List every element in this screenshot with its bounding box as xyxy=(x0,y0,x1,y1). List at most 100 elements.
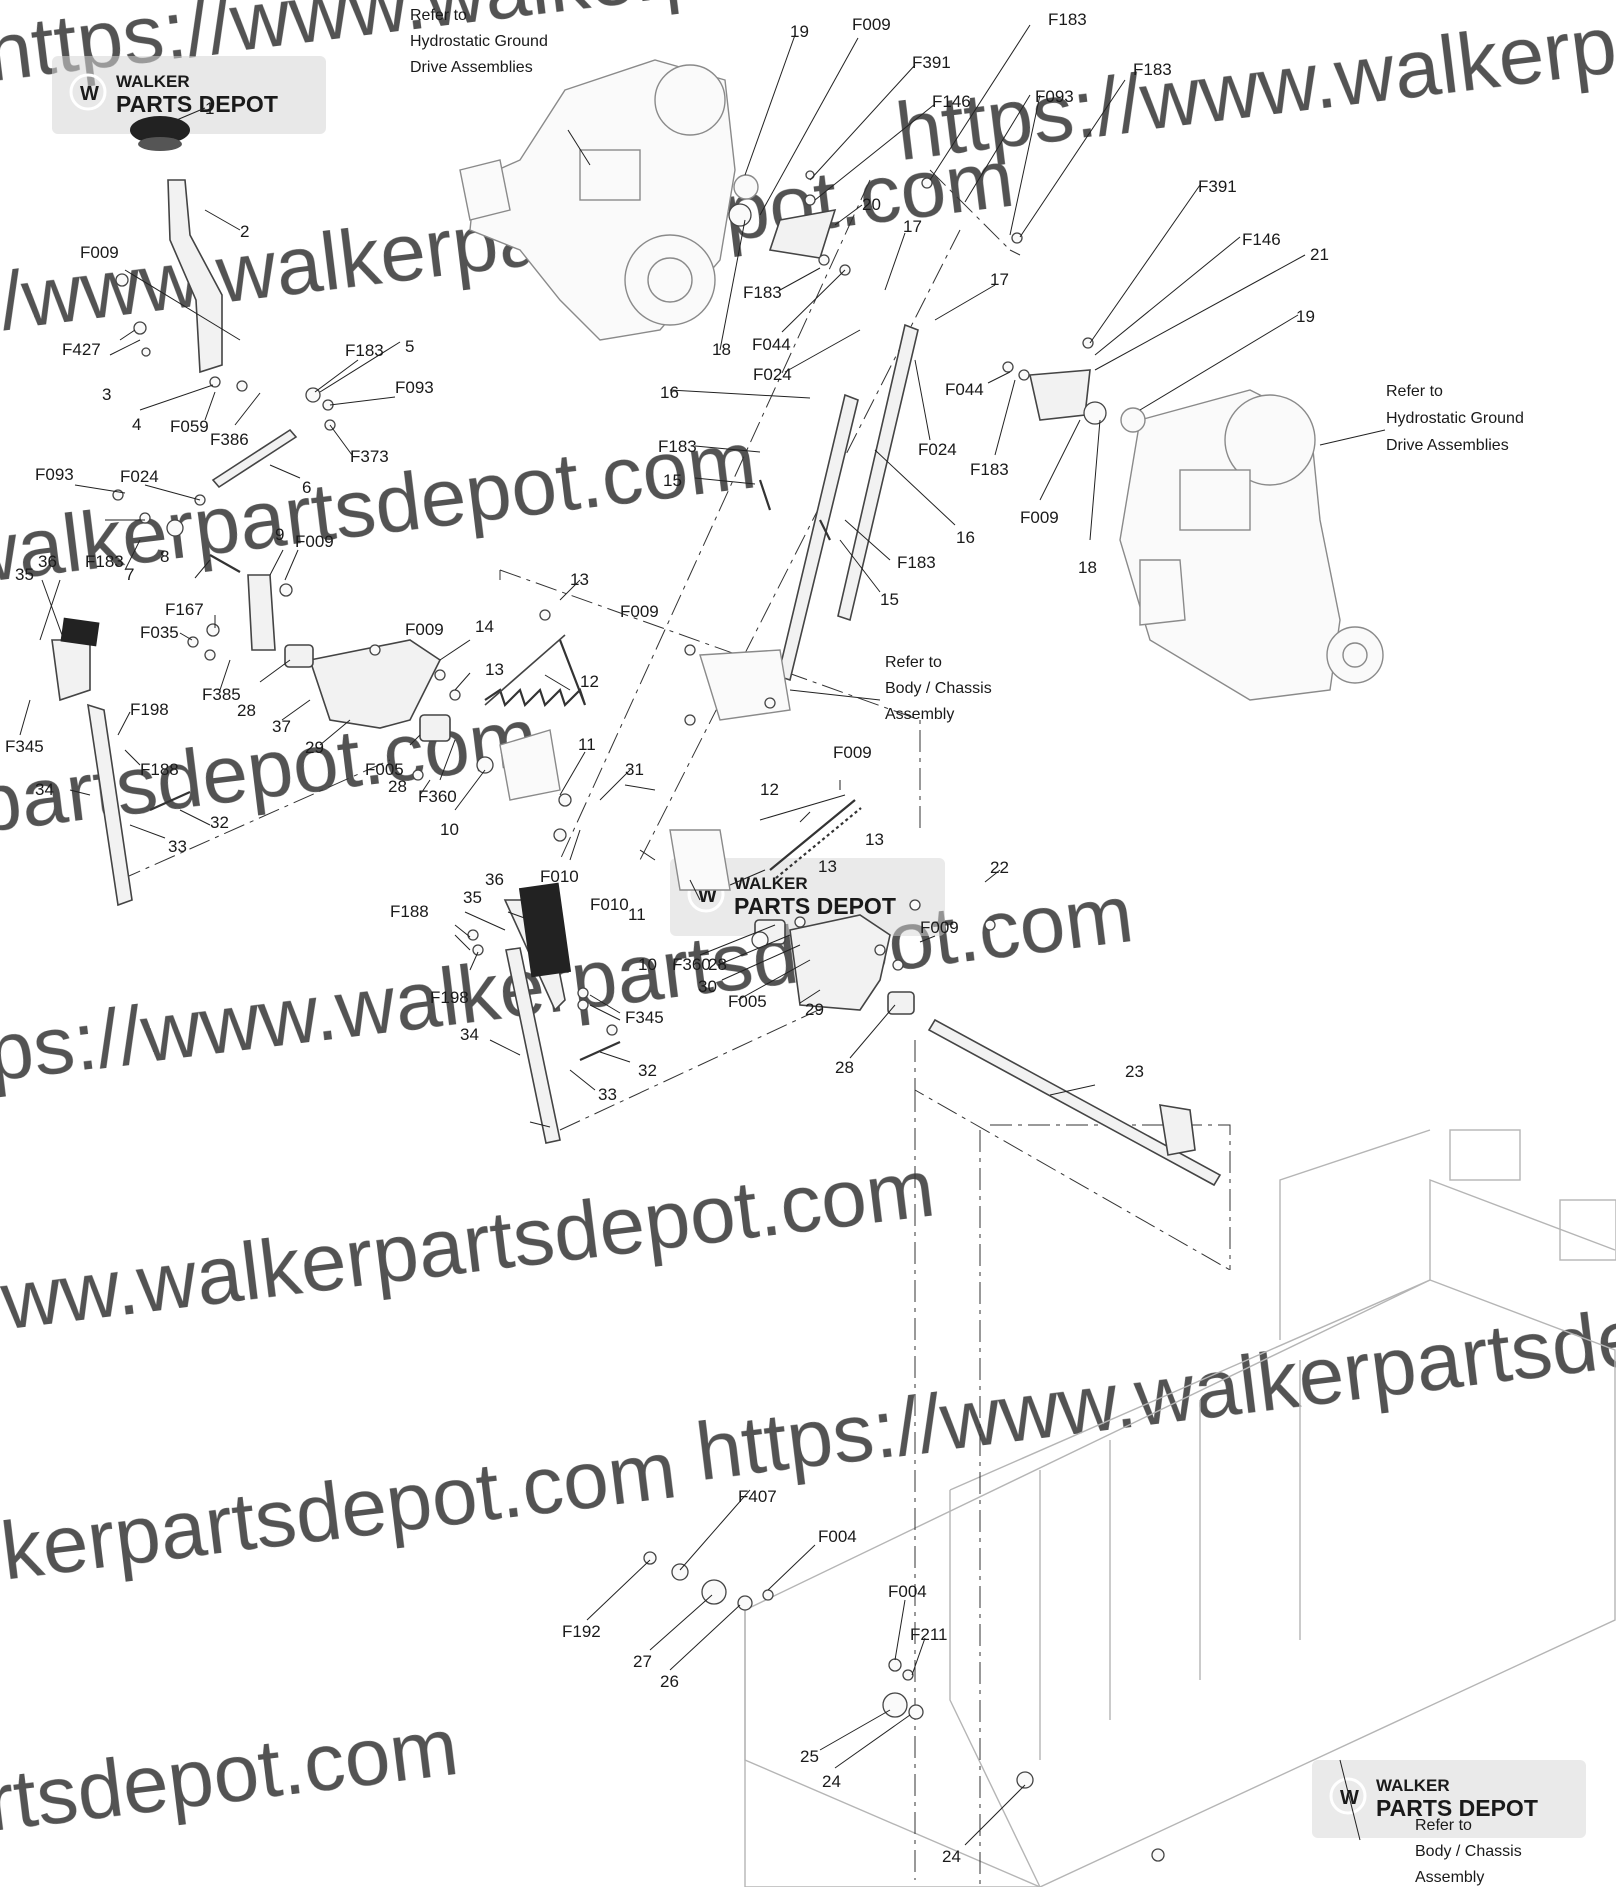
callout-label: F009 xyxy=(833,743,872,762)
callout-label: F024 xyxy=(753,365,792,384)
linkage-rod xyxy=(837,323,919,622)
callout-label: 33 xyxy=(168,837,187,856)
callout-label: F188 xyxy=(390,902,429,921)
callout-label: 16 xyxy=(660,383,679,402)
control-shaft xyxy=(927,1018,1222,1187)
pivot-arm xyxy=(247,574,276,651)
callout-label: 28 xyxy=(237,701,256,720)
mounting-bracket xyxy=(308,639,442,729)
callout-label: F005 xyxy=(728,992,767,1011)
callout-label: 9 xyxy=(275,525,284,544)
callout-label: 20 xyxy=(862,195,881,214)
pedal-pad xyxy=(60,617,100,647)
callout-label: 5 xyxy=(405,337,414,356)
callout-label: F183 xyxy=(1048,10,1087,29)
walker-logo-badge: W WALKER PARTS DEPOT xyxy=(1312,1760,1586,1838)
callout-label: 16 xyxy=(956,528,975,547)
watermark-url-text: https://www.walkerpartsdepot.com xyxy=(0,868,1138,1110)
callout-label: F146 xyxy=(932,92,971,111)
callout-label: 36 xyxy=(38,552,57,571)
pump-bracket xyxy=(499,729,561,801)
callout-label: F192 xyxy=(562,1622,601,1641)
callout-label: F093 xyxy=(1035,87,1074,106)
callout-label: 26 xyxy=(660,1672,679,1691)
callout-label: 15 xyxy=(880,590,899,609)
callout-label: 25 xyxy=(800,1747,819,1766)
pedal-arm xyxy=(87,703,133,907)
callout-label: F010 xyxy=(540,867,579,886)
svg-text:Refer to: Refer to xyxy=(410,7,467,24)
note-hydro-top: Refer to Hydrostatic Ground Drive Assemb… xyxy=(410,7,548,76)
pedal-bracket xyxy=(51,639,91,702)
callout-label: 15 xyxy=(663,471,682,490)
callout-label: F360 xyxy=(672,955,711,974)
callout-label: F009 xyxy=(620,602,659,621)
callout-label: F373 xyxy=(350,447,389,466)
watermark-url-text: https://www.walkerpartsdepot.com xyxy=(0,1142,939,1384)
callout-label: 12 xyxy=(760,780,779,799)
callout-label: F009 xyxy=(920,918,959,937)
svg-text:Refer to: Refer to xyxy=(1386,383,1443,400)
callout-label: F386 xyxy=(210,430,249,449)
callout-label: 11 xyxy=(628,905,646,924)
callout-label: F024 xyxy=(120,467,159,486)
callout-label: 4 xyxy=(132,415,141,434)
callout-label: 10 xyxy=(440,820,459,839)
callout-label: F009 xyxy=(80,243,119,262)
callout-label: 32 xyxy=(638,1061,657,1080)
callout-label: F198 xyxy=(130,700,169,719)
note-hydro-right: Refer to Hydrostatic Ground Drive Assemb… xyxy=(1386,383,1524,454)
callout-label: 17 xyxy=(903,217,922,236)
callout-label: 28 xyxy=(708,955,727,974)
callout-label: 18 xyxy=(1078,558,1097,577)
pump-bracket xyxy=(699,649,791,721)
callout-label: F167 xyxy=(165,600,204,619)
callout-label: 11 xyxy=(578,735,596,754)
callout-label: 36 xyxy=(485,870,504,889)
callout-label: 29 xyxy=(805,1000,824,1019)
callout-label: F407 xyxy=(738,1487,777,1506)
pump-bracket xyxy=(669,829,731,891)
mounting-bracket xyxy=(789,914,891,1011)
svg-text:WALKER: WALKER xyxy=(734,874,808,893)
watermark-url-text: https://www.walkerpartsdepot.com xyxy=(691,1256,1616,1498)
callout-label: F059 xyxy=(170,417,209,436)
callout-label: 30 xyxy=(698,977,717,996)
callout-label: 2 xyxy=(240,222,249,241)
callout-label: 3 xyxy=(102,385,111,404)
callout-label: 35 xyxy=(15,565,34,584)
callout-label: F391 xyxy=(912,53,951,72)
callout-label: F024 xyxy=(918,440,957,459)
callout-label: F005 xyxy=(365,760,404,779)
callout-label: F345 xyxy=(625,1008,664,1027)
spring xyxy=(484,634,587,708)
spring xyxy=(769,799,862,879)
callout-label: F009 xyxy=(405,620,444,639)
callout-label: 22 xyxy=(990,858,1009,877)
damper xyxy=(1120,407,1146,433)
callout-label: 12 xyxy=(580,672,599,691)
callout-label: F009 xyxy=(852,15,891,34)
callout-label: F009 xyxy=(1020,508,1059,527)
svg-text:PARTS DEPOT: PARTS DEPOT xyxy=(1376,1795,1538,1821)
callout-label: 28 xyxy=(388,777,407,796)
linkage-rod xyxy=(211,428,298,489)
callout-label: 23 xyxy=(1125,1062,1144,1081)
svg-text:Hydrostatic Ground: Hydrostatic Ground xyxy=(1386,410,1524,427)
callout-label: F093 xyxy=(35,465,74,484)
callout-label: F198 xyxy=(430,988,469,1007)
callout-label: 34 xyxy=(460,1025,479,1044)
svg-text:Refer to: Refer to xyxy=(885,654,942,671)
callout-label: F345 xyxy=(5,737,44,756)
note-body-mid: Refer to Body / Chassis Assembly xyxy=(885,654,992,723)
callout-label: F035 xyxy=(140,623,179,642)
callout-label: F183 xyxy=(85,552,124,571)
pedal-arm xyxy=(505,947,561,1144)
watermark-url-text: https://www.walkerpartsdepot.com xyxy=(891,0,1616,178)
walker-logo-badge: W WALKER PARTS DEPOT xyxy=(52,56,326,134)
callout-label: 13 xyxy=(865,830,884,849)
linkage-rod xyxy=(777,393,859,682)
hydrostatic-drive-right xyxy=(1119,389,1384,701)
callout-label: F183 xyxy=(658,437,697,456)
pump-arm xyxy=(1029,369,1091,421)
